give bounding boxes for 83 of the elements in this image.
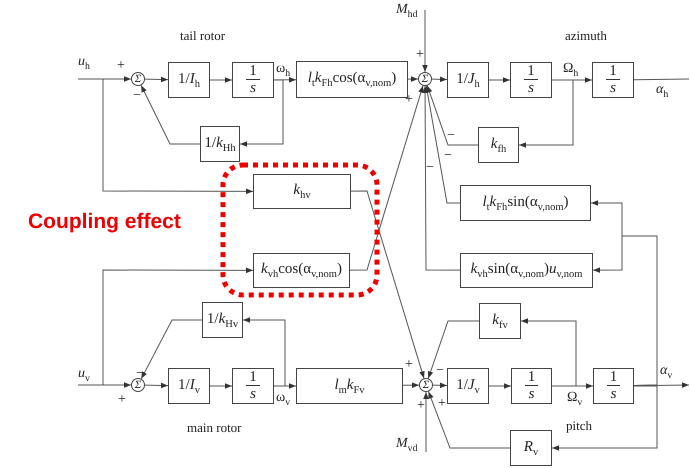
arrow [592, 236, 658, 386]
arrow [350, 190, 425, 379]
arrow [422, 86, 460, 271]
summing-junction: Σ [131, 378, 145, 392]
arrow [78, 268, 254, 386]
block: k$_{fv}$ [479, 303, 521, 339]
arrow [402, 382, 420, 388]
sign-label: + [438, 396, 446, 411]
arrow [432, 76, 448, 82]
signal-label: Ω$_{v}$ [567, 390, 582, 410]
arrow [488, 77, 510, 83]
arrow [488, 383, 512, 389]
sign-label: + [405, 357, 413, 372]
sign-label: − [136, 366, 144, 381]
sign-label: − [436, 363, 444, 378]
section-caption: pitch [566, 418, 592, 433]
arrow [140, 320, 202, 380]
arrow [518, 80, 574, 148]
signal-label: ω$_{v}$ [276, 390, 290, 410]
signal-label: u$_{h}$ [78, 54, 98, 79]
signal-label: M$_{hd}$ [396, 2, 425, 24]
sign-label: + [417, 398, 425, 413]
integrator-block: 1 s [232, 62, 274, 98]
block: k$_{vh}$cos(α$_{v,nom}$) [253, 253, 350, 288]
section-caption: main rotor [187, 420, 242, 435]
signal-label: Ω$_{h}$ [563, 61, 578, 81]
region-title: Coupling effect [28, 210, 181, 234]
integrator-block: 1 s [592, 62, 634, 98]
signal-line [634, 78, 690, 80]
integrator-block: 1 s [232, 368, 274, 404]
arrow [423, 392, 429, 452]
integrator-block: 1 s [593, 368, 634, 404]
block: l$_{m}$k$_{Fv}$ [296, 368, 403, 404]
block: 1/I$_{v}$ [168, 368, 210, 404]
arrow [428, 320, 480, 379]
arrow [242, 317, 286, 386]
sign-label: − [426, 160, 434, 175]
arrow [144, 382, 168, 388]
arrow [552, 386, 658, 451]
arrow [350, 85, 424, 271]
summing-junction: Σ [418, 72, 432, 86]
sign-label: + [416, 47, 424, 62]
arrow [422, 10, 428, 72]
arrow [520, 318, 576, 386]
summing-junction: Σ [131, 72, 145, 86]
arrow [428, 391, 510, 448]
arrow [144, 76, 168, 82]
arrow [210, 77, 232, 83]
arrow [432, 382, 448, 388]
signal-label: u$_{v}$ [78, 366, 100, 387]
integrator-block: 1 s [511, 368, 552, 404]
section-caption: azimuth [565, 28, 607, 43]
block: k$_{fh}$ [478, 127, 519, 163]
sign-label: − [133, 88, 141, 103]
arrow [426, 85, 478, 146]
arrow [140, 84, 200, 144]
signal-label: α$_{v}$ [660, 363, 689, 387]
integrator-block: 1 s [510, 62, 552, 98]
summing-junction: Σ [419, 378, 433, 392]
sign-label: + [405, 92, 413, 107]
block: k$_{hv}$ [253, 174, 351, 209]
signal-label: M$_{vd}$ [396, 436, 426, 458]
section-caption: tail rotor [180, 28, 226, 43]
block: 1/k$_{Hv}$ [202, 302, 243, 338]
block: 1/k$_{Hh}$ [200, 126, 240, 162]
block: l$_{t}$k$_{Fh}$sin(α$_{v,nom}$) [460, 185, 591, 221]
block: l$_{t}$k$_{Fh}$cos(α$_{v,nom}$) [296, 61, 408, 98]
sign-label: + [117, 58, 125, 73]
arrow [408, 76, 418, 82]
block: k$_{vh}$sin(α$_{v,nom}$)u$_{v,nom}$ [460, 253, 593, 288]
arrow [210, 383, 232, 389]
sign-label: − [447, 128, 455, 143]
block: 1/J$_{v}$ [447, 368, 489, 404]
signal-label: ω$_{h}$ [276, 61, 290, 81]
block: R$_{v}$ [510, 430, 552, 466]
block: 1/J$_{h}$ [447, 62, 489, 98]
arrow [78, 78, 254, 194]
arrow [240, 80, 284, 147]
sign-label: + [118, 392, 126, 407]
block: 1/I$_{h}$ [168, 62, 210, 98]
arrow [424, 85, 460, 204]
sign-label: − [444, 148, 452, 163]
signal-label: α$_{h}$ [656, 64, 689, 102]
